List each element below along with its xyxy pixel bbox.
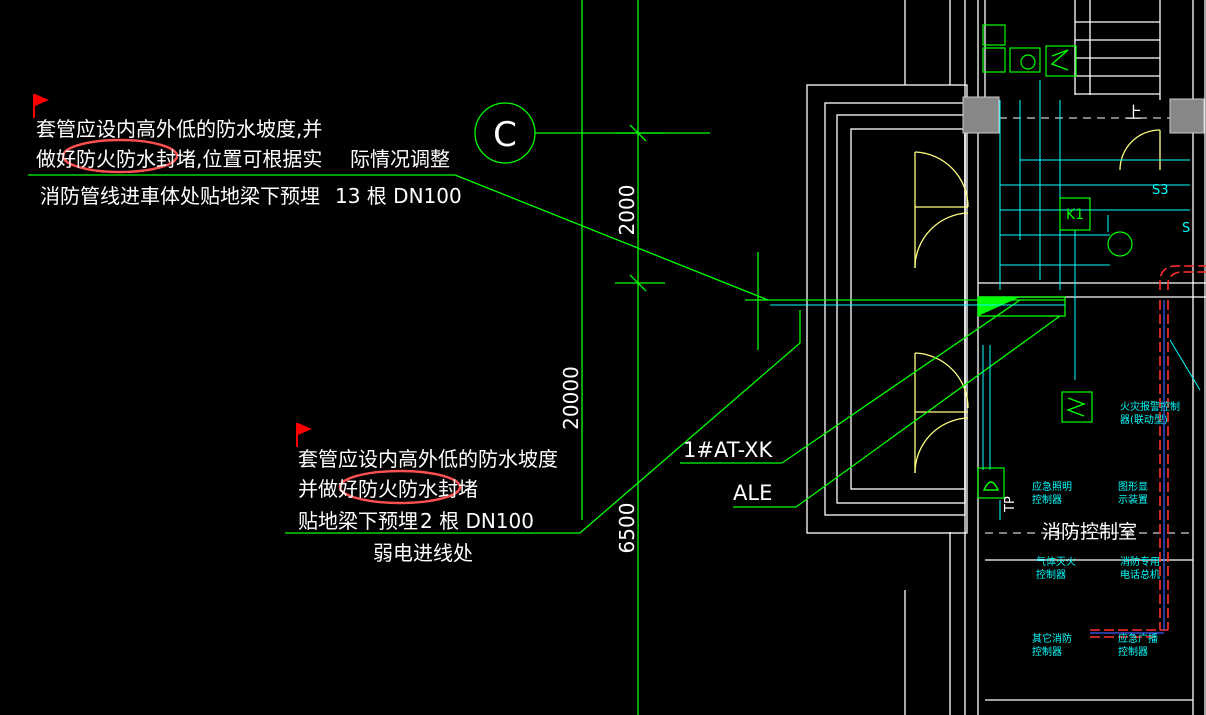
note-bottom-count: 2 根 DN100: [420, 509, 534, 533]
stair-up-label: 上: [1126, 103, 1142, 122]
note-bottom-line2: 并做好防火防水封堵: [298, 477, 478, 501]
conduits: [770, 80, 1201, 520]
leader-lines: [28, 174, 1066, 534]
dim-6500: 6500: [615, 503, 639, 554]
sleeve-marker: [978, 297, 1020, 316]
equipment-label: 其它消防控制器: [1032, 632, 1072, 658]
equipment-label: 图形显示装置: [1118, 481, 1148, 506]
cable-label-at-xk: 1#AT-XK: [683, 438, 774, 462]
riser-pipes: [1090, 265, 1206, 638]
column: [962, 96, 1000, 134]
axis-c-label: C: [493, 115, 517, 155]
room-name: 消防控制室: [1042, 521, 1137, 543]
equipment-label: 应急照明控制器: [1032, 480, 1072, 506]
flag-icon: [296, 423, 312, 447]
equipment-label: 消防专用电话总机: [1120, 555, 1160, 581]
flag-icon: [33, 94, 49, 118]
highlight-circle-bottom: [338, 469, 462, 505]
building-walls: [806, 0, 1206, 715]
note-top-line2: 做好防火防水封堵,位置可根据实: [36, 147, 322, 171]
label-k1: K1: [1066, 207, 1084, 223]
note-top-line3: 消防管线进車体处贴地梁下预埋: [40, 184, 320, 208]
note-top-count: 13 根 DN100: [335, 184, 462, 208]
label-s: S: [1182, 221, 1190, 236]
dashed-wall: [985, 117, 1190, 534]
note-bottom-line4: 弱电进线处: [373, 541, 473, 565]
note-bottom-line3: 贴地梁下预埋: [298, 509, 418, 533]
highlight-circle-top: [61, 138, 179, 174]
equipment-label: 气体灭火控制器: [1036, 555, 1076, 581]
dim-20000: 20000: [559, 366, 583, 430]
equipment-label: 火灾报警控制器(联动型): [1120, 400, 1180, 426]
note-bottom-line1: 套管应设内高外低的防水坡度: [298, 447, 558, 471]
riser-pipes-blue: [1090, 300, 1165, 634]
door-swings: [914, 129, 1161, 474]
dim-2000: 2000: [615, 185, 639, 236]
switch-symbols: [982, 49, 1086, 491]
label-s3: S3: [1152, 183, 1169, 198]
cable-label-ale: ALE: [733, 481, 772, 505]
equipment-symbols: [977, 24, 1133, 499]
dimension-lines: [581, 0, 665, 715]
label-tp: TP: [1003, 496, 1018, 513]
column: [1169, 98, 1205, 134]
note-top-line1: 套管应设内高外低的防水坡度,并: [36, 117, 322, 141]
equipment-label: 应急广播控制器: [1118, 632, 1158, 658]
note-top-line2-tail: 际情况调整: [350, 147, 450, 171]
